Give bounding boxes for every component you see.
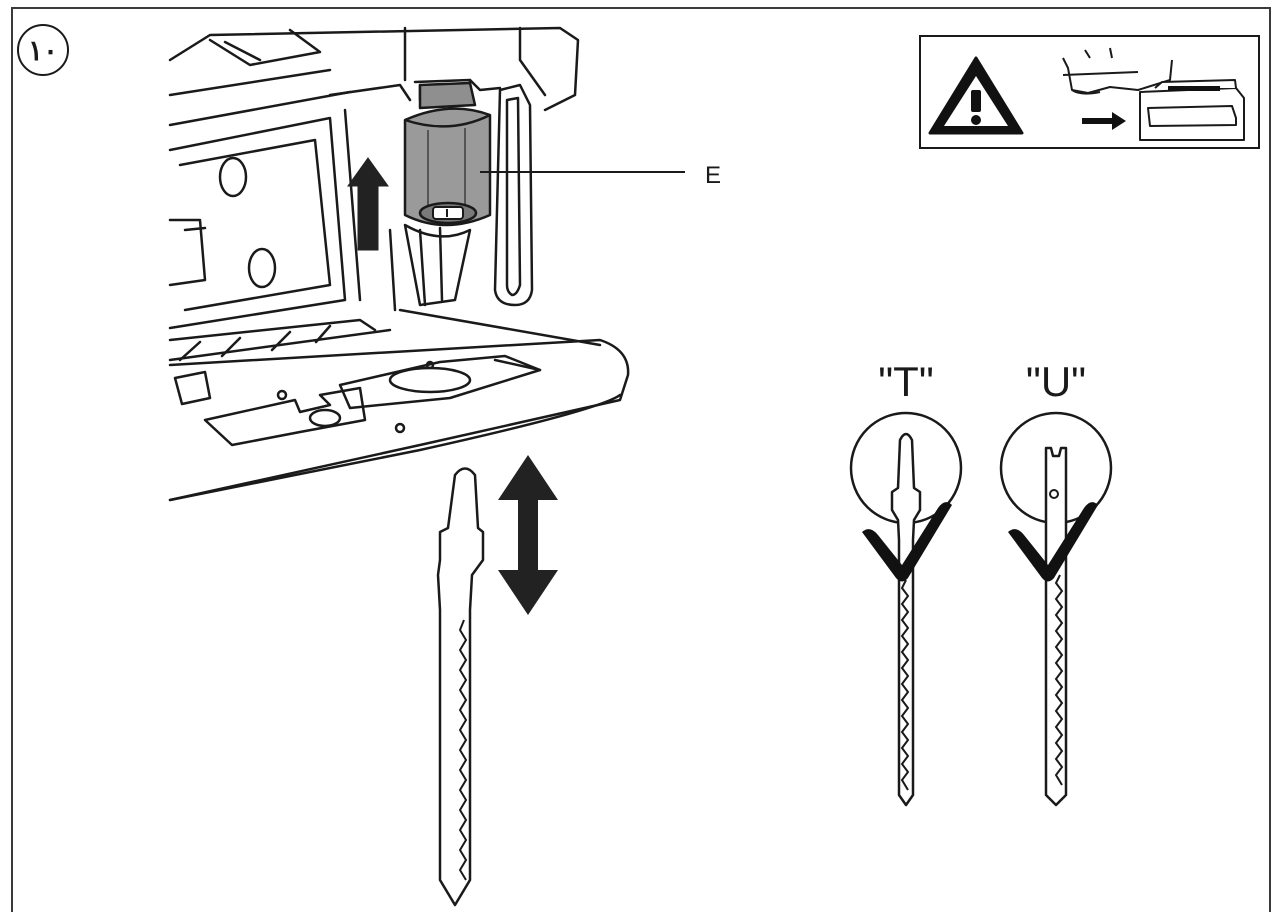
part-label-e: E	[705, 162, 721, 189]
checkmark-u-icon	[1008, 502, 1098, 582]
blade-clamp	[403, 81, 492, 227]
warning-triangle-icon	[928, 56, 1024, 135]
blade-type-u-label: "U"	[1026, 358, 1086, 405]
up-arrow-icon	[347, 157, 389, 251]
blade-type-t: "T"	[849, 358, 963, 807]
page-border	[11, 7, 1271, 912]
battery-pack-icon	[1139, 79, 1245, 141]
checkmark-t-icon	[862, 502, 952, 582]
blade-type-u: "U"	[999, 358, 1113, 807]
step-number: ١٠	[28, 35, 58, 66]
jigsaw-illustration	[168, 26, 630, 502]
step-badge: ١٠	[17, 24, 69, 76]
up-down-arrow-icon	[498, 455, 558, 615]
blade-main	[436, 467, 485, 907]
remove-battery-arrow-icon	[1082, 112, 1126, 130]
blade-type-t-label: "T"	[878, 358, 933, 405]
warning-panel	[919, 35, 1260, 149]
